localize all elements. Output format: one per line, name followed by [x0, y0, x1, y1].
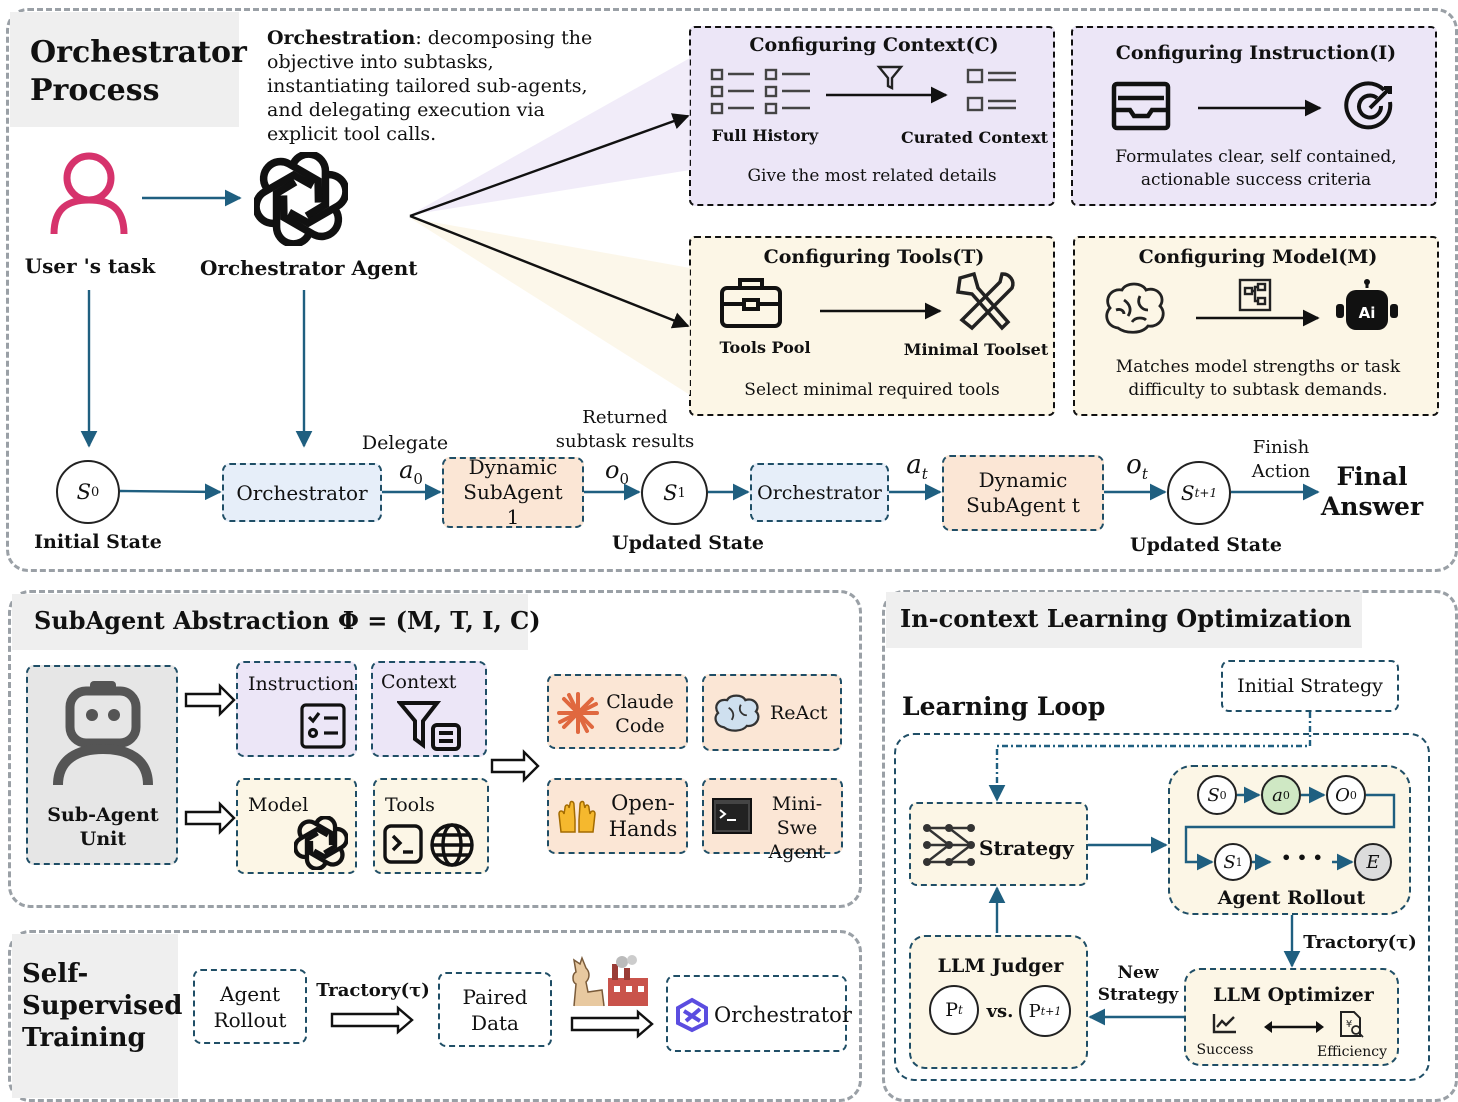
- orchestration-description: Orchestration: decomposing the objective…: [267, 27, 593, 145]
- ss-tractory-label: Tractory(τ): [316, 980, 430, 1001]
- finish-action-label: Finish Action: [1251, 437, 1311, 482]
- user-task-label: User 's task: [24, 254, 156, 278]
- raised-hands-icon: [558, 800, 596, 833]
- model-box: Model: [236, 778, 357, 874]
- line-chart-icon: [1212, 1014, 1236, 1034]
- dynamic-subagent-t-node: Dynamic SubAgent t: [942, 455, 1104, 531]
- example-react: ReAct: [702, 674, 842, 751]
- console-icon: [712, 798, 752, 834]
- subagent-abstraction-panel: [8, 590, 862, 908]
- llama-factory-icon: [572, 955, 648, 1007]
- new-strategy-label: New Strategy: [1097, 963, 1179, 1005]
- self-supervised-title: Self-Supervised Training: [12, 934, 182, 1098]
- list-history-icon: [710, 68, 810, 115]
- funnel-icon: [876, 65, 904, 90]
- claude-sparkle-icon: [557, 692, 599, 734]
- orchestrator-node-1: Orchestrator: [222, 463, 382, 522]
- returned-results-label: Returned subtask results: [555, 407, 695, 452]
- instruction-box: Instruction: [236, 661, 357, 757]
- svg-text:Ai: Ai: [1359, 304, 1376, 322]
- example-open-hands: Open-Hands: [547, 778, 688, 854]
- example-claude-code: Claude Code: [547, 674, 688, 749]
- cost-doc-icon: ¥: [1340, 1011, 1364, 1038]
- orchestrator-process-title: Orchestrator Process: [10, 12, 247, 127]
- learning-loop-container: [894, 733, 1430, 1081]
- updated-state-label-1: Updated State: [612, 532, 764, 554]
- briefcase-icon: [720, 278, 782, 328]
- curated-list-icon: [966, 68, 1016, 112]
- ss-orchestrator-box: Orchestrator: [666, 975, 852, 1052]
- rollout-ellipsis: • • •: [1281, 848, 1323, 867]
- example-mini-swe-agent: Mini-Swe Agent: [702, 778, 843, 863]
- tools-box: Tools: [373, 778, 489, 874]
- target-icon: [1344, 81, 1393, 130]
- neural-net-icon: [923, 824, 975, 866]
- dynamic-subagent-1-node: Dynamic SubAgent 1: [442, 455, 584, 529]
- ai-robot-icon: Ai: [1336, 279, 1398, 330]
- paired-data-box: Paired Data: [438, 972, 552, 1047]
- orchestrator-agent-label: Orchestrator Agent: [200, 256, 418, 280]
- initial-state-label: Initial State: [34, 531, 162, 553]
- observation-o0-label: o0: [605, 456, 629, 488]
- strategy-box: Strategy: [909, 802, 1088, 886]
- orchestrator-node-2: Orchestrator: [750, 463, 889, 522]
- openai-logo-icon: [254, 152, 348, 246]
- inbox-tray-icon: [1111, 81, 1171, 131]
- subagent-abstraction-title: SubAgent Abstraction Φ = (M, T, I, C): [12, 594, 541, 650]
- ss-agent-rollout-box: Agent Rollout: [193, 969, 307, 1044]
- globe-icon: [430, 823, 474, 867]
- action-a0-label: a0: [399, 456, 423, 488]
- final-answer-label: Final Answer: [1320, 462, 1424, 521]
- user-icon: [50, 152, 128, 235]
- observation-ot-label: ot: [1126, 450, 1148, 484]
- rollout-end-node: E: [1354, 843, 1392, 881]
- icl-title: In-context Learning Optimization: [886, 592, 1362, 648]
- filter-doc-icon: [397, 701, 461, 751]
- brain-icon: [1105, 282, 1165, 334]
- checklist-icon: [300, 703, 346, 749]
- double-arrow-icon: [1264, 1021, 1324, 1033]
- updated-state-label-2: Updated State: [1130, 534, 1282, 556]
- initial-strategy-box: Initial Strategy: [1221, 660, 1399, 712]
- orchestrator-process-panel: [6, 8, 1458, 572]
- tools-wrench-icon: [956, 271, 1015, 331]
- svg-text:¥: ¥: [1346, 1019, 1352, 1030]
- learning-loop-label: Learning Loop: [902, 692, 1106, 721]
- brain-small-icon: [714, 694, 760, 732]
- subagent-unit-box: Sub-Agent Unit: [26, 665, 178, 865]
- robot-icon: [53, 681, 153, 786]
- openai-small-icon: [294, 816, 348, 870]
- action-at-label: at: [906, 450, 928, 484]
- icl-tractory-label: Tractory(τ): [1303, 932, 1417, 953]
- terminal-icon: [383, 824, 423, 864]
- context-box: Context: [371, 661, 487, 757]
- llm-optimizer-box: LLM Optimizer Success ¥ Efficiency: [1184, 968, 1399, 1066]
- delegate-label: Delegate: [361, 432, 449, 454]
- flowchart-icon: [1238, 278, 1272, 312]
- qwen-logo-icon: [676, 997, 708, 1033]
